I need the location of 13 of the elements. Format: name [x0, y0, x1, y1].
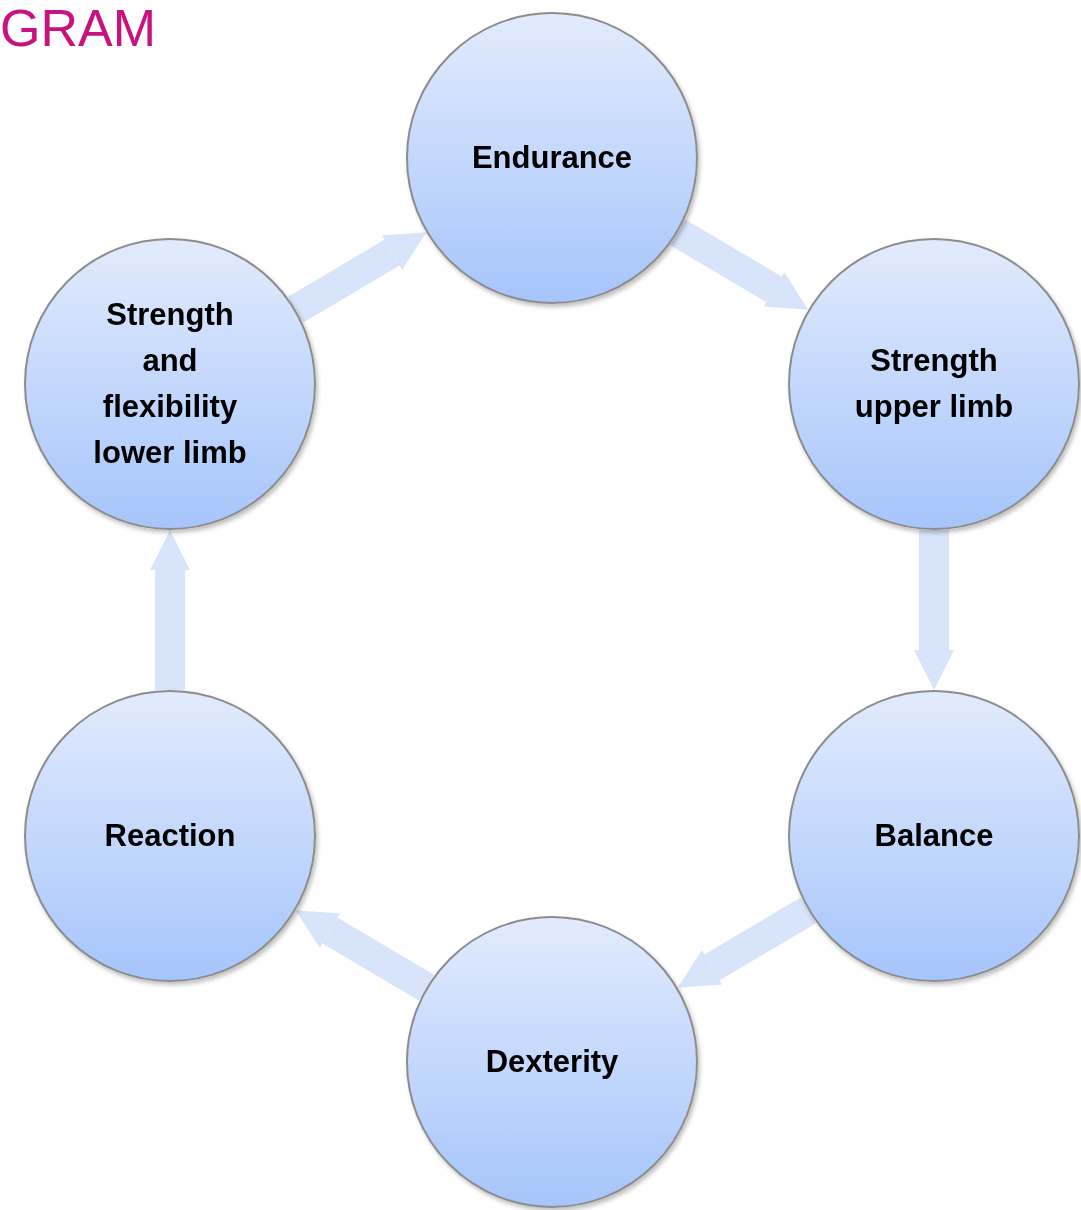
block-arrow: [150, 530, 190, 690]
block-arrow: [288, 232, 427, 323]
node-label: Dexterity: [485, 1043, 619, 1081]
block-arrow: [914, 530, 954, 690]
node-label: Endurance: [471, 139, 633, 177]
node-label: Balance: [874, 817, 994, 855]
node-label: Strength upper limb: [853, 342, 1015, 426]
node-label: Reaction: [104, 817, 236, 855]
title: GRAM: [0, 0, 156, 56]
block-arrow: [677, 897, 816, 988]
block-arrow: [670, 219, 809, 310]
block-arrow: [295, 910, 434, 1001]
node-label: Strength and flexibility lower limb: [92, 296, 248, 472]
